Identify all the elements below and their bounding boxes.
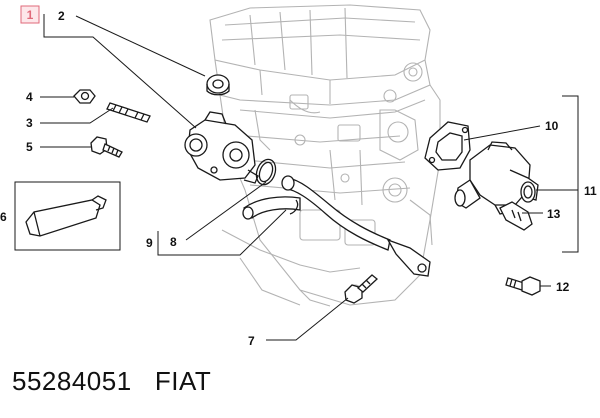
thermostat-housing	[454, 141, 539, 215]
callout-8: 8	[170, 235, 177, 249]
callout-4: 4	[26, 90, 33, 104]
callout-9: 9	[146, 236, 153, 250]
bushing	[206, 74, 230, 96]
bolt-7	[344, 274, 378, 304]
callout-12: 12	[556, 280, 570, 294]
gasket	[424, 121, 471, 171]
callout-7: 7	[248, 334, 255, 348]
callout-labels: 1 2 4 3 5 6 9 8 7 10 11 13 12	[0, 5, 597, 348]
brand-name: FIAT	[154, 366, 212, 396]
callout-6: 6	[0, 210, 7, 224]
callout-1: 1	[27, 8, 34, 22]
callout-11: 11	[584, 184, 597, 198]
callout-5: 5	[26, 140, 33, 154]
stud	[106, 102, 151, 123]
footer: 55284051 FIAT	[12, 366, 211, 397]
water-pump	[184, 111, 259, 184]
nut	[73, 89, 96, 104]
callout-10: 10	[545, 119, 559, 133]
coolant-pipe	[242, 175, 431, 277]
part-number: 55284051	[12, 366, 132, 396]
callout-2: 2	[58, 9, 65, 23]
leader-lines	[14, 14, 579, 341]
bolt	[90, 136, 123, 158]
sealant-tube	[25, 195, 107, 237]
o-ring	[255, 158, 277, 186]
temperature-sensor	[499, 201, 533, 231]
callout-1-box	[20, 5, 40, 24]
bolt-12	[505, 276, 541, 296]
callout-13: 13	[547, 207, 561, 221]
callout-3: 3	[26, 116, 33, 130]
